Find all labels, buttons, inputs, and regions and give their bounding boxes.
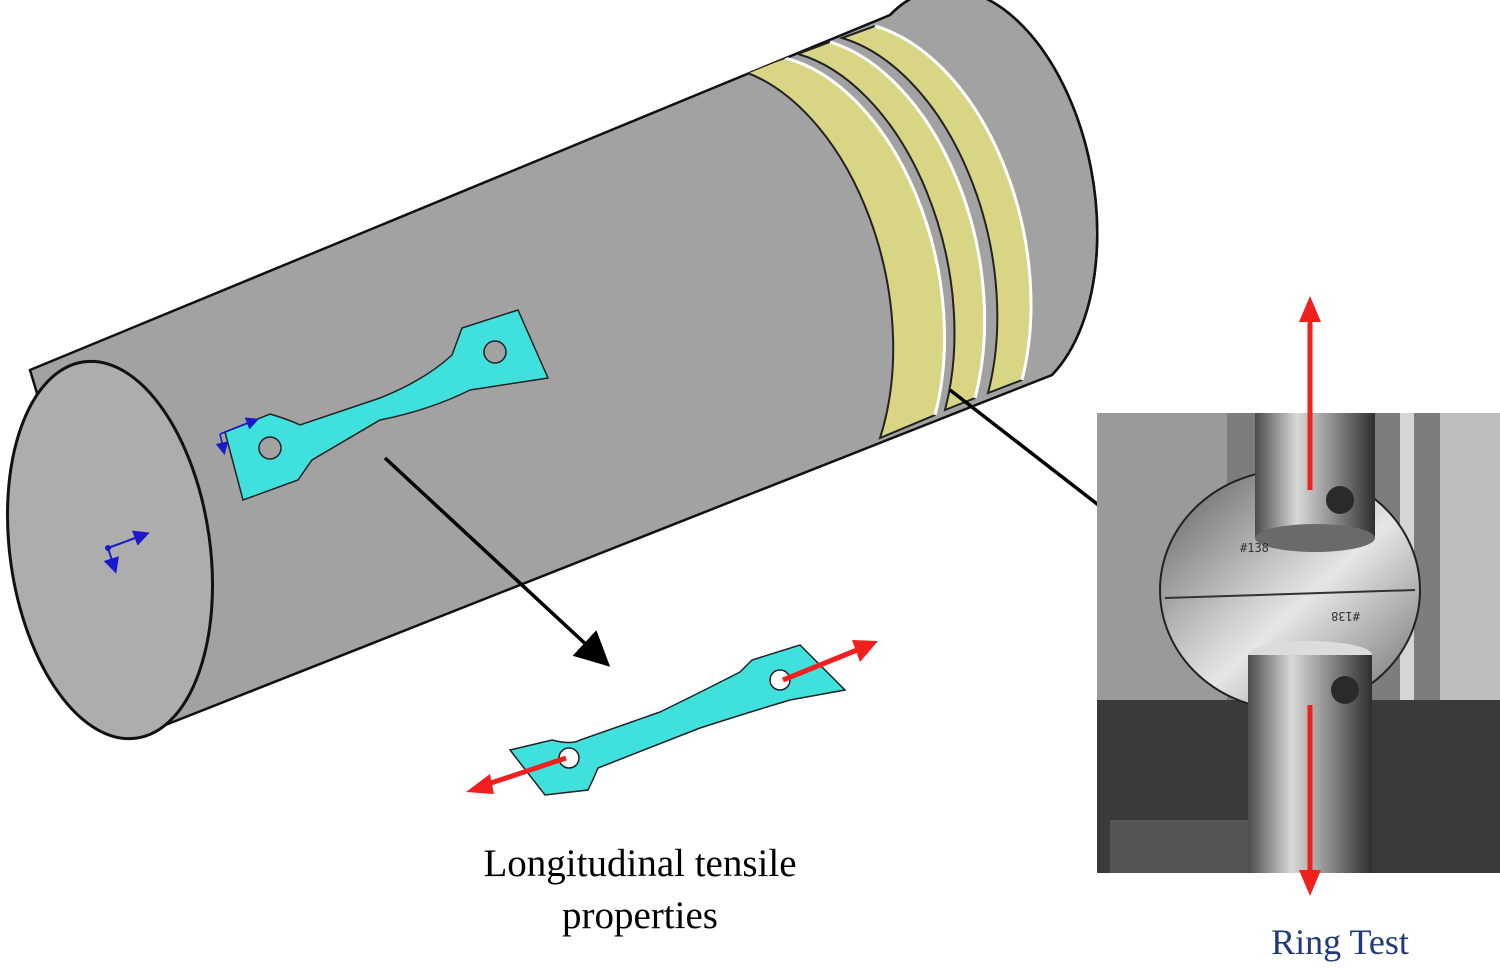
photo-stamp-bottom: #138 xyxy=(1331,609,1360,623)
ring-test-caption: Ring Test xyxy=(1271,922,1409,962)
photo-stamp-top: #138 xyxy=(1240,541,1269,555)
ring-test-photo: #138 #138 xyxy=(1097,413,1500,873)
longitudinal-caption-line2: properties xyxy=(562,894,718,937)
pipe xyxy=(6,0,1099,741)
force-arrow-left xyxy=(466,755,567,794)
axis-triad-icon xyxy=(103,530,150,574)
ring-force-arrow-up xyxy=(1299,296,1321,490)
ring-force-arrow-down xyxy=(1299,705,1321,896)
longitudinal-caption: Longitudinal tensile properties xyxy=(440,838,840,942)
tensile-specimen xyxy=(466,640,878,796)
force-arrow-right xyxy=(782,640,878,683)
longitudinal-caption-line1: Longitudinal tensile xyxy=(483,842,797,885)
specimen-axis-icon xyxy=(215,417,259,456)
ring-bands xyxy=(742,24,1033,440)
connector-arrow-specimen xyxy=(383,456,611,667)
pipe-far-end xyxy=(889,0,1099,376)
pipe-specimen xyxy=(224,309,550,501)
